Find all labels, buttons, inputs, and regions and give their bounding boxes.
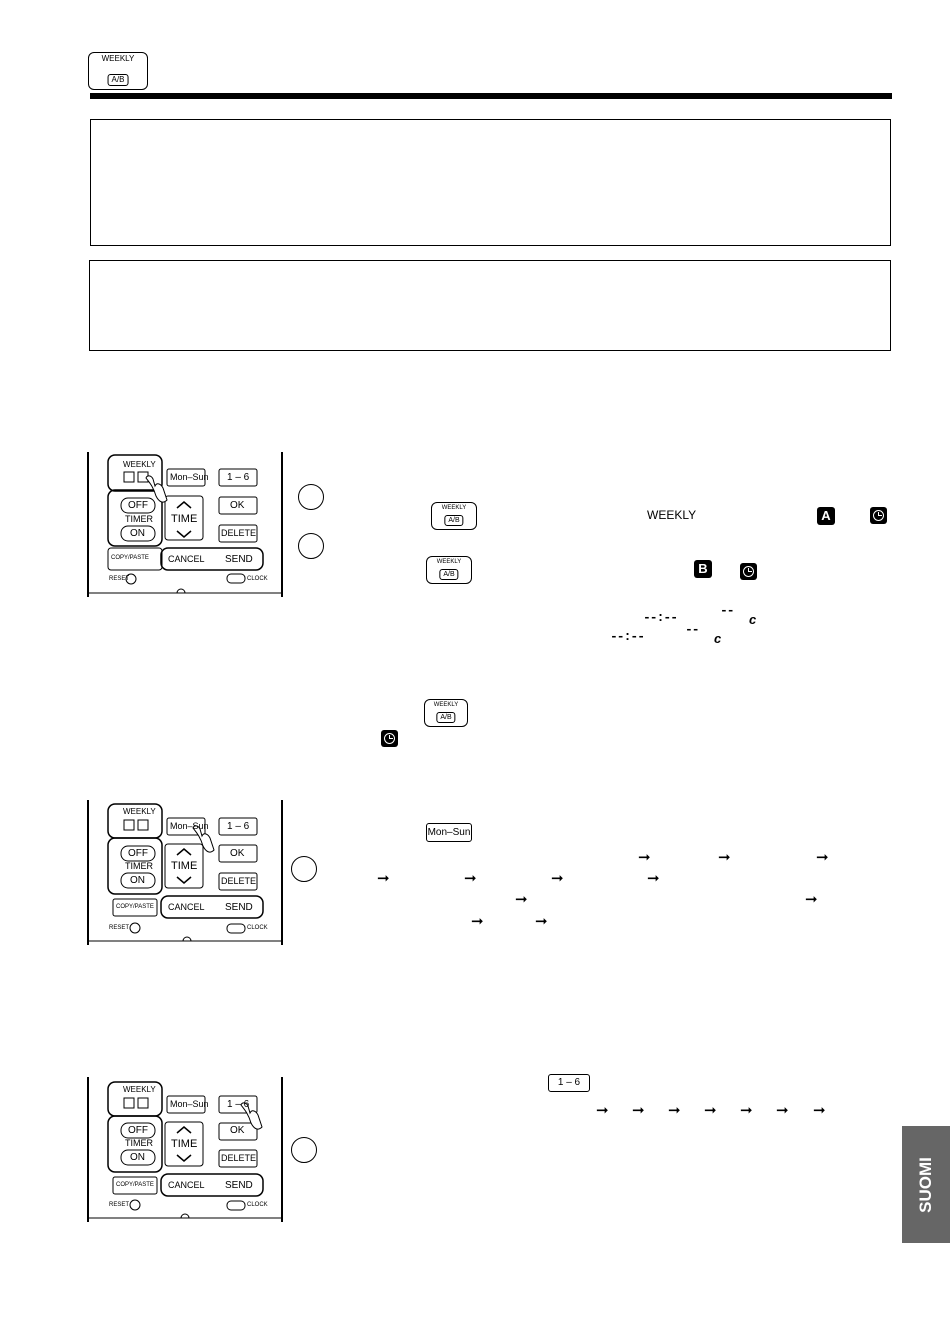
remote-weekly-label: WEEKLY	[123, 1085, 156, 1094]
arrow-icon: ➞	[813, 1102, 826, 1119]
remote-off-label: OFF	[128, 848, 148, 859]
remote-timer-label: TIMER	[125, 514, 153, 524]
ab-label: A/B	[436, 712, 456, 723]
weekly-ab-inline-icon-2: WEEKLY A/B	[426, 556, 472, 584]
step-circle-3	[291, 856, 317, 882]
a-indicator-icon: A	[817, 507, 835, 525]
weekly-label: WEEKLY	[433, 702, 459, 708]
time-placeholder-2: --:--	[610, 629, 645, 644]
header-rule	[90, 93, 892, 99]
arrow-icon: ➞	[596, 1102, 609, 1119]
remote-delete-label: DELETE	[221, 1153, 257, 1163]
remote-copy-paste-label: COPY/PASTE	[116, 904, 154, 910]
arrow-icon: ➞	[377, 870, 390, 887]
arrow-icon: ➞	[535, 913, 548, 930]
remote-delete-label: DELETE	[221, 528, 257, 538]
weekly-label: WEEKLY	[441, 505, 467, 511]
remote-illustration-1: WEEKLY Mon–Sun 1 – 6 OFF TIMER ON TIME O…	[87, 452, 283, 597]
ab-label: A/B	[444, 515, 464, 526]
remote-on-label: ON	[130, 1152, 145, 1163]
ab-label: A/B	[107, 74, 129, 86]
remote-reset-label: RESET	[109, 1202, 130, 1208]
remote-time-label: TIME	[171, 513, 198, 525]
weekly-label: WEEKLY	[436, 559, 462, 565]
unit-c-1: c	[749, 612, 757, 627]
remote-off-label: OFF	[128, 500, 148, 511]
language-tab-label: SUOMI	[916, 1156, 935, 1213]
arrow-icon: ➞	[464, 870, 477, 887]
remote-mon-sun-label: Mon–Sun	[170, 472, 209, 482]
remote-cancel-label: CANCEL	[168, 554, 205, 564]
temp-placeholder-2: --	[685, 622, 700, 637]
b-indicator-icon: B	[694, 560, 712, 578]
step-circle-4	[291, 1137, 317, 1163]
arrow-icon: ➞	[805, 891, 818, 908]
remote-copy-paste-label: COPY/PASTE	[111, 555, 149, 561]
time-placeholder-1: --:--	[643, 610, 678, 625]
remote-time-label: TIME	[171, 860, 198, 872]
remote-weekly-label: WEEKLY	[123, 460, 156, 469]
clock-icon	[870, 507, 887, 524]
remote-send-label: SEND	[225, 902, 253, 913]
weekly-ab-inline-icon: WEEKLY A/B	[431, 502, 477, 530]
one-six-key-icon: 1 – 6	[548, 1074, 590, 1092]
remote-weekly-label: WEEKLY	[123, 807, 156, 816]
weekly-label: WEEKLY	[101, 54, 135, 63]
remote-illustration-2: WEEKLY Mon–Sun 1 – 6 OFF TIMER ON TIME O…	[87, 800, 283, 945]
arrow-icon: ➞	[632, 1102, 645, 1119]
remote-one-six-label: 1 – 6	[227, 1099, 250, 1110]
clock-icon	[740, 563, 757, 580]
ab-label: A/B	[439, 569, 459, 580]
remote-on-label: ON	[130, 875, 145, 886]
arrow-icon: ➞	[638, 849, 651, 866]
temp-placeholder-1: --	[720, 603, 735, 618]
remote-reset-label: RESET	[109, 576, 130, 582]
arrow-icon: ➞	[718, 849, 731, 866]
arrow-icon: ➞	[816, 849, 829, 866]
remote-one-six-label: 1 – 6	[227, 821, 250, 832]
language-tab-suomi: SUOMI	[902, 1126, 950, 1243]
remote-send-label: SEND	[225, 554, 253, 565]
step-circle-1	[298, 484, 324, 510]
remote-mon-sun-label: Mon–Sun	[170, 821, 209, 831]
remote-ok-label: OK	[230, 500, 245, 511]
weekly-display-word: WEEKLY	[647, 508, 697, 522]
remote-illustration-3: WEEKLY Mon–Sun 1 – 6 OFF TIMER ON TIME O…	[87, 1077, 283, 1222]
remote-timer-label: TIMER	[125, 861, 153, 871]
arrow-icon: ➞	[740, 1102, 753, 1119]
remote-one-six-label: 1 – 6	[227, 472, 250, 483]
remote-clock-label: CLOCK	[247, 925, 268, 931]
step-circle-2	[298, 533, 324, 559]
weekly-ab-inline-icon-3: WEEKLY A/B	[424, 699, 468, 727]
remote-cancel-label: CANCEL	[168, 902, 205, 912]
note-box-2	[89, 260, 891, 351]
arrow-icon: ➞	[668, 1102, 681, 1119]
remote-ok-label: OK	[230, 1125, 245, 1136]
clock-icon	[381, 730, 398, 747]
remote-ok-label: OK	[230, 848, 245, 859]
arrow-icon: ➞	[704, 1102, 717, 1119]
remote-cancel-label: CANCEL	[168, 1180, 205, 1190]
mon-sun-key-icon: Mon–Sun	[426, 823, 472, 842]
remote-timer-label: TIMER	[125, 1138, 153, 1148]
arrow-icon: ➞	[776, 1102, 789, 1119]
remote-off-label: OFF	[128, 1125, 148, 1136]
unit-c-2: c	[714, 631, 722, 646]
remote-on-label: ON	[130, 528, 145, 539]
weekly-ab-header-icon: WEEKLY A/B	[88, 52, 148, 90]
note-box-1	[90, 119, 891, 246]
remote-send-label: SEND	[225, 1180, 253, 1191]
arrow-icon: ➞	[515, 891, 528, 908]
remote-clock-label: CLOCK	[247, 1202, 268, 1208]
remote-time-label: TIME	[171, 1138, 198, 1150]
remote-mon-sun-label: Mon–Sun	[170, 1099, 209, 1109]
arrow-icon: ➞	[647, 870, 660, 887]
remote-delete-label: DELETE	[221, 876, 257, 886]
remote-clock-label: CLOCK	[247, 576, 268, 582]
remote-copy-paste-label: COPY/PASTE	[116, 1182, 154, 1188]
arrow-icon: ➞	[551, 870, 564, 887]
remote-reset-label: RESET	[109, 925, 130, 931]
arrow-icon: ➞	[471, 913, 484, 930]
